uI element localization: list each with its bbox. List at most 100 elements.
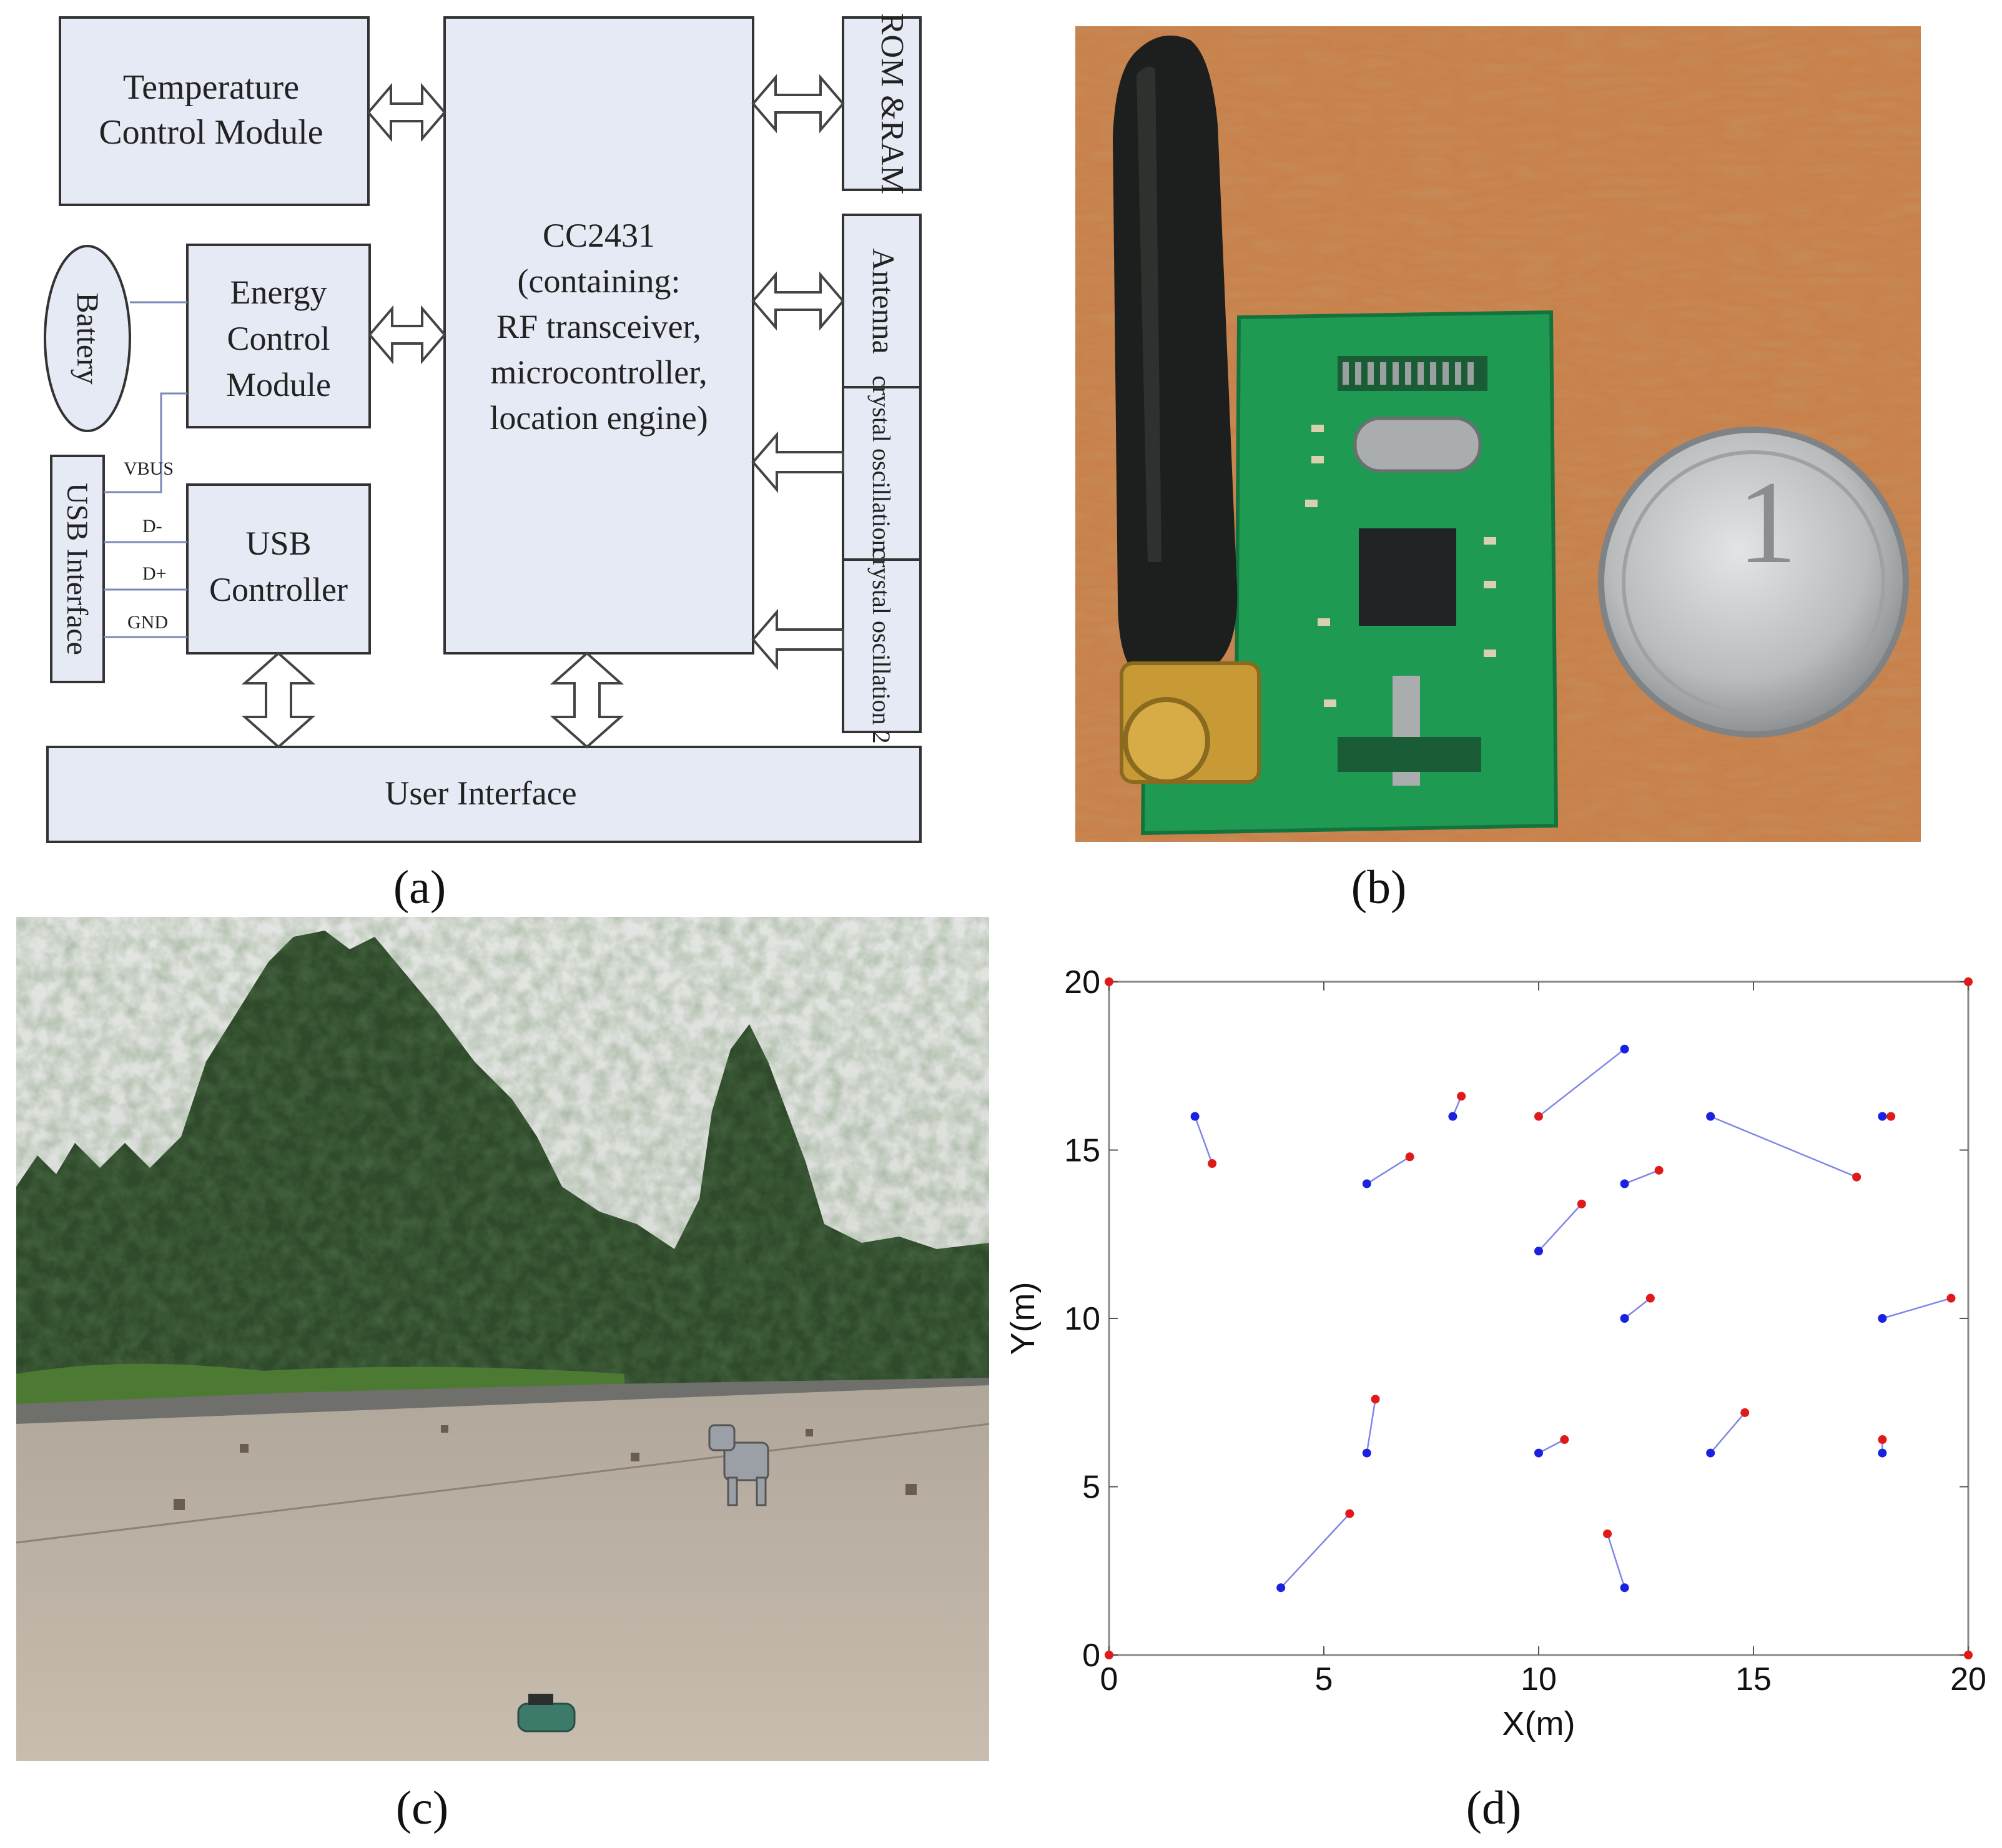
pin-header-bottom xyxy=(1338,737,1481,772)
usb-controller-line-2: Controller xyxy=(209,571,348,608)
arrow-cc2431-rom xyxy=(751,74,845,134)
arrow-cc2431-user-interface xyxy=(550,651,624,749)
x-tick-label: 20 xyxy=(1950,1661,1986,1697)
crystal-1-label: crystal oscillation 1 xyxy=(867,375,895,571)
antenna-box: Antenna xyxy=(842,214,922,388)
anchor-nodes xyxy=(174,1425,917,1510)
error-line xyxy=(1194,1116,1213,1164)
arrow-usb-user-interface xyxy=(241,651,316,749)
cc2431-line-5: location engine) xyxy=(490,399,708,437)
true-position-point xyxy=(1620,1044,1629,1054)
panel-b-pcb-photo: 1 (b) xyxy=(1075,26,1921,914)
usb-signal-lines xyxy=(104,301,187,638)
true-position-point xyxy=(1620,1314,1629,1323)
caption-c: (c) xyxy=(396,1782,448,1834)
estimated-position-point xyxy=(1603,1529,1612,1538)
estimated-position-point xyxy=(1886,1112,1896,1121)
signal-label-d-plus: D+ xyxy=(142,563,167,584)
estimated-position-point xyxy=(1457,1092,1466,1101)
antenna-label: Antenna xyxy=(866,248,901,353)
anchor-point xyxy=(1105,977,1113,986)
x-tick-label: 10 xyxy=(1521,1661,1557,1697)
x-axis-label: X(m) xyxy=(1502,1705,1575,1742)
temperature-module-line-2: Control Module xyxy=(99,113,323,152)
true-position-point xyxy=(1534,1448,1543,1458)
ground xyxy=(16,1380,989,1761)
coin-digit: 1 xyxy=(1738,457,1797,588)
true-position-point xyxy=(1362,1448,1371,1458)
plot-frame xyxy=(1108,981,1970,1656)
y-axis-label: Y(m) xyxy=(1004,1282,1042,1355)
estimated-position-point xyxy=(1878,1435,1887,1445)
estimated-position-point xyxy=(1852,1172,1861,1182)
crystal-2-label: crystal oscillation 2 xyxy=(867,548,895,743)
caption-a: (a) xyxy=(393,861,446,914)
error-line xyxy=(1624,1297,1651,1319)
error-line xyxy=(1882,1297,1951,1320)
arrow-energy-cc2431 xyxy=(368,305,446,365)
estimated-position-point xyxy=(1208,1159,1217,1169)
crystal-oscillation-2-box: crystal oscillation 2 xyxy=(842,548,922,744)
true-position-point xyxy=(1878,1448,1887,1458)
error-line xyxy=(1538,1203,1582,1252)
caption-b: (b) xyxy=(1351,861,1407,914)
usb-interface-box: USB Interface xyxy=(50,455,105,683)
usb-controller-box: USB Controller xyxy=(186,483,371,655)
energy-module-line-3: Module xyxy=(226,366,331,403)
usb-controller-line-1: USB xyxy=(245,525,311,562)
estimated-position-point xyxy=(1560,1435,1569,1445)
battery-label: Battery xyxy=(71,292,106,384)
user-interface-box: User Interface xyxy=(46,746,922,843)
true-position-point xyxy=(1448,1112,1457,1121)
cc2431-line-4: microcontroller, xyxy=(490,353,707,391)
energy-module-line-2: Control xyxy=(227,320,330,357)
anchor-point xyxy=(1964,1651,1973,1659)
node-points xyxy=(1105,977,1973,1659)
y-tick-label: 15 xyxy=(1064,1133,1100,1169)
energy-module-line-1: Energy xyxy=(230,274,327,311)
estimated-position-point xyxy=(1405,1152,1414,1162)
estimated-position-point xyxy=(1654,1165,1664,1175)
usb-interface-label: USB Interface xyxy=(61,483,94,655)
coin: 1 xyxy=(1598,427,1909,738)
signal-label-d-minus: D- xyxy=(142,516,162,536)
error-line xyxy=(1710,1115,1857,1178)
true-position-point xyxy=(1534,1247,1543,1256)
rom-ram-box: ROM &RAM xyxy=(842,13,922,194)
true-position-point xyxy=(1706,1448,1715,1458)
true-position-point xyxy=(1620,1583,1629,1593)
block-arrows xyxy=(241,74,845,749)
caption-d: (d) xyxy=(1466,1782,1522,1834)
temperature-module-line-1: Temperature xyxy=(123,68,299,107)
user-interface-label: User Interface xyxy=(385,774,576,812)
estimated-position-point xyxy=(1740,1408,1750,1417)
true-position-point xyxy=(1276,1583,1286,1593)
x-tick-label: 15 xyxy=(1735,1661,1772,1697)
error-line xyxy=(1366,1156,1411,1185)
robot-dog xyxy=(708,1424,769,1506)
cc2431-line-1: CC2431 xyxy=(543,217,655,254)
true-position-point xyxy=(1878,1112,1887,1121)
antenna-component xyxy=(1113,35,1261,784)
x-tick-label: 0 xyxy=(1100,1661,1118,1697)
signal-label-gnd: GND xyxy=(127,612,168,633)
estimated-position-point xyxy=(1534,1112,1543,1121)
small-robot xyxy=(517,1694,576,1732)
true-position-point xyxy=(1706,1112,1715,1121)
arrow-cc2431-antenna xyxy=(751,271,845,331)
true-position-point xyxy=(1620,1179,1629,1188)
cc2431-chip xyxy=(1359,528,1456,626)
estimated-position-point xyxy=(1645,1293,1655,1303)
panel-c-field-photo: (c) xyxy=(16,917,990,1834)
crystal-oscillation-1-box: crystal oscillation 1 xyxy=(842,375,922,571)
y-tick-label: 10 xyxy=(1064,1301,1100,1337)
error-line xyxy=(1624,1169,1660,1185)
cc2431-line-3: RF transceiver, xyxy=(496,308,701,345)
rom-ram-label: ROM &RAM xyxy=(874,13,910,194)
energy-control-module-box: Energy Control Module xyxy=(186,244,371,428)
true-position-point xyxy=(1878,1314,1887,1323)
cc2431-box: CC2431 (containing: RF transceiver, micr… xyxy=(443,16,754,655)
true-position-point xyxy=(1362,1179,1371,1188)
